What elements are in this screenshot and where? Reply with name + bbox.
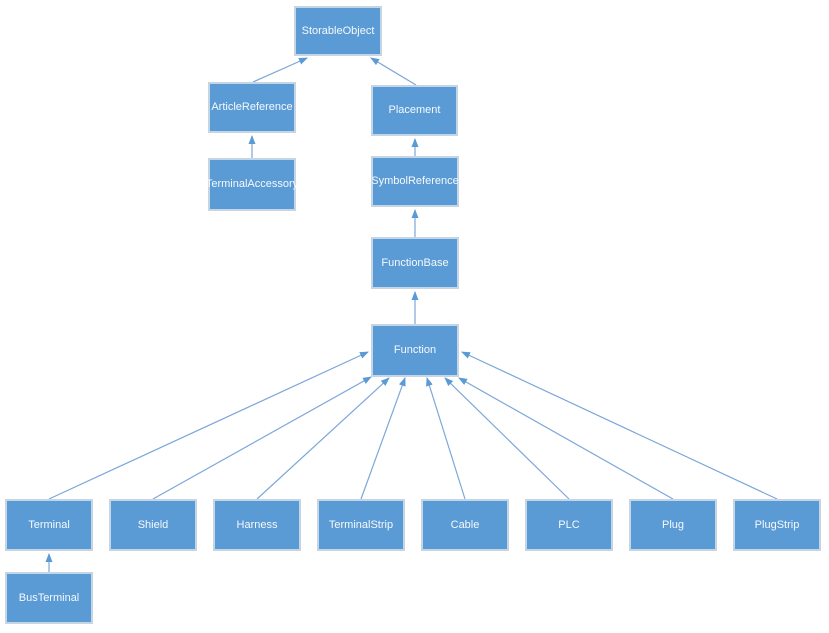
class-node-label: StorableObject <box>301 24 375 37</box>
class-node-articlereference[interactable]: ArticleReference <box>208 82 296 133</box>
class-node-shield[interactable]: Shield <box>109 499 197 551</box>
edge-shield-function <box>152 376 372 500</box>
edge-placement-storableobject <box>370 57 417 86</box>
class-node-busterminal[interactable]: BusTerminal <box>5 572 93 624</box>
class-node-terminalstrip[interactable]: TerminalStrip <box>317 499 405 551</box>
class-node-label: BusTerminal <box>18 591 80 604</box>
class-node-functionbase[interactable]: FunctionBase <box>371 237 459 289</box>
class-node-label: FunctionBase <box>381 256 449 269</box>
class-node-terminalaccessory[interactable]: TerminalAccessory <box>205 158 299 211</box>
class-node-function[interactable]: Function <box>371 324 459 377</box>
edge-plugstrip-function <box>461 351 778 500</box>
class-node-placement[interactable]: Placement <box>371 85 458 136</box>
class-node-label: PlugStrip <box>754 518 800 531</box>
class-node-label: ArticleReference <box>211 101 293 114</box>
class-node-storableobject[interactable]: StorableObject <box>294 6 382 56</box>
class-node-terminal[interactable]: Terminal <box>5 499 93 551</box>
class-node-label: SymbolReference <box>371 175 459 188</box>
class-node-label: Harness <box>236 518 278 531</box>
edge-terminalstrip-function <box>360 377 406 500</box>
edge-terminal-function <box>48 351 369 500</box>
edge-cable-function <box>426 377 466 500</box>
class-node-label: Placement <box>388 104 441 117</box>
class-node-label: Plug <box>661 518 685 531</box>
edge-harness-function <box>256 377 390 500</box>
class-node-label: TerminalAccessory <box>205 178 299 191</box>
class-node-plug[interactable]: Plug <box>629 499 717 551</box>
edge-plc-function <box>444 377 570 500</box>
class-node-label: Cable <box>450 518 480 531</box>
class-node-label: Terminal <box>28 518 70 531</box>
class-node-plc[interactable]: PLC <box>525 499 613 551</box>
edge-plug-function <box>458 377 674 500</box>
edge-articlereference-storableobject <box>252 57 308 83</box>
class-node-label: TerminalStrip <box>328 518 394 531</box>
class-node-symbolreference[interactable]: SymbolReference <box>371 156 459 207</box>
class-node-label: Function <box>393 344 437 357</box>
class-node-plugstrip[interactable]: PlugStrip <box>733 499 821 551</box>
class-node-label: Shield <box>137 518 169 531</box>
class-node-cable[interactable]: Cable <box>421 499 509 551</box>
class-node-harness[interactable]: Harness <box>213 499 301 551</box>
class-node-label: PLC <box>558 518 580 531</box>
